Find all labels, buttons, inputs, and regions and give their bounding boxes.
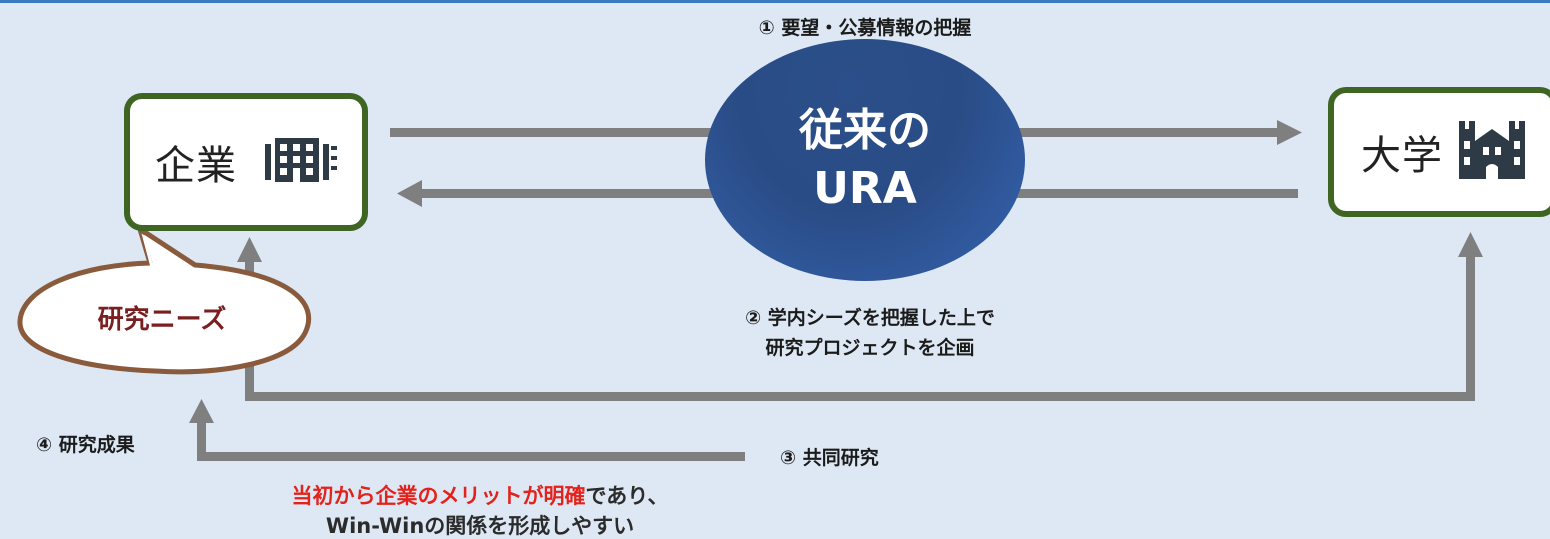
conclusion-line1: 当初から企業のメリットが明確であり、	[200, 481, 760, 511]
research-needs-label: 研究ニーズ	[97, 305, 227, 335]
ura-label-line1: 従来の	[799, 105, 931, 156]
connector-bottom-line	[245, 392, 1475, 401]
company-node: 企業	[124, 93, 368, 231]
arrow-university-to-company-head	[397, 180, 422, 207]
step2-caption: ② 学内シーズを把握した上で 研究プロジェクトを企画	[700, 303, 1040, 363]
conclusion-highlight: 当初から企業のメリットが明確	[291, 484, 586, 508]
connector-university-up-head	[1458, 232, 1483, 257]
conclusion-rest: であり、	[585, 484, 669, 508]
building-icon	[265, 136, 337, 188]
arrow-results-shaft-vertical	[197, 421, 206, 461]
conclusion-line2: Win-Winの関係を形成しやすい	[325, 514, 635, 538]
step2-caption-line1: ② 学内シーズを把握した上で	[745, 307, 995, 329]
connector-university-up-shaft	[1466, 255, 1475, 401]
company-label: 企業	[155, 143, 237, 189]
step4-caption: ④ 研究成果	[36, 434, 135, 456]
ura-label-line2: URA	[813, 163, 917, 214]
university-label: 大学	[1361, 133, 1443, 179]
arrow-results-head	[189, 399, 214, 423]
ura-ellipse: 従来の URA	[705, 39, 1025, 281]
arrow-results-shaft-horizontal	[197, 452, 745, 461]
step3-caption: ③ 共同研究	[780, 447, 879, 469]
conclusion-text: 当初から企業のメリットが明確であり、 Win-Winの関係を形成しやすい	[200, 481, 760, 539]
university-building-icon	[1459, 121, 1525, 183]
step2-caption-line2: 研究プロジェクトを企画	[765, 337, 975, 359]
step1-caption: ① 要望・公募情報の把握	[758, 17, 972, 39]
connector-company-up-head	[237, 237, 262, 262]
university-node: 大学	[1328, 87, 1550, 217]
research-needs-bubble-shape	[17, 226, 312, 375]
arrow-company-to-university-head	[1277, 120, 1302, 145]
